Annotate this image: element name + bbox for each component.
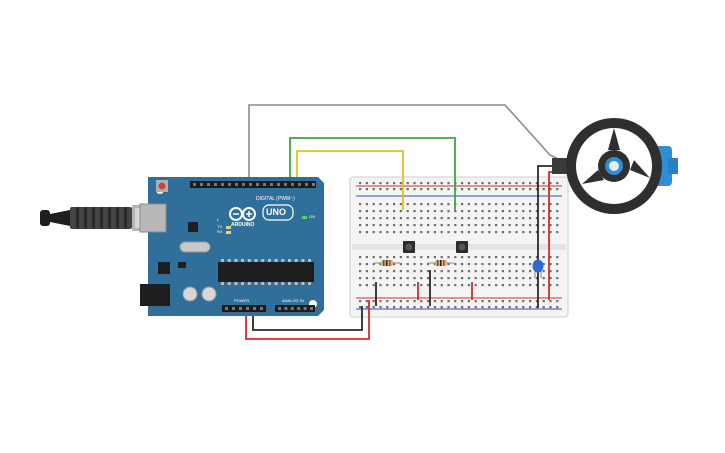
arduino-logo — [229, 207, 256, 221]
resistor-1[interactable] — [374, 260, 400, 266]
push-button-1[interactable] — [403, 241, 415, 253]
power-header-label: POWER — [234, 298, 250, 303]
led-tx — [226, 226, 231, 229]
arduino-model-label: UNO — [266, 207, 286, 217]
crystal — [179, 241, 211, 253]
power-jack — [140, 284, 170, 306]
on-label: ON — [309, 214, 315, 219]
digital-header-label: DIGITAL (PWM~) — [256, 196, 295, 202]
arduino-brand-label: ARDUINO — [231, 222, 255, 228]
arduino-uno[interactable] — [139, 177, 324, 316]
digital-header[interactable] — [190, 181, 316, 188]
atmega-chip — [218, 262, 314, 282]
push-button-2[interactable] — [456, 241, 468, 253]
led-on — [302, 216, 307, 219]
capacitor[interactable] — [532, 259, 544, 279]
board-capacitor-2 — [201, 286, 217, 302]
wire-black-gnd[interactable] — [252, 306, 363, 331]
servo-motor[interactable] — [552, 118, 678, 214]
wire-red-5v[interactable] — [245, 300, 370, 340]
servo-wheel — [566, 118, 662, 214]
usb-port — [139, 203, 167, 233]
wire-green[interactable] — [289, 137, 456, 210]
wire-gray-signal[interactable] — [248, 104, 561, 188]
board-capacitor-1 — [182, 286, 198, 302]
power-header[interactable] — [222, 305, 266, 312]
analog-header-label: ANALOG IN — [282, 298, 304, 303]
led-rx — [226, 231, 231, 234]
resistor-2[interactable] — [428, 260, 454, 266]
wire-yellow[interactable] — [296, 150, 404, 210]
rx-label: RX — [217, 229, 223, 234]
l-label: L — [217, 217, 220, 222]
tx-label: TX — [217, 224, 223, 229]
breadboard-holes — [359, 182, 559, 309]
analog-header[interactable] — [275, 305, 315, 312]
